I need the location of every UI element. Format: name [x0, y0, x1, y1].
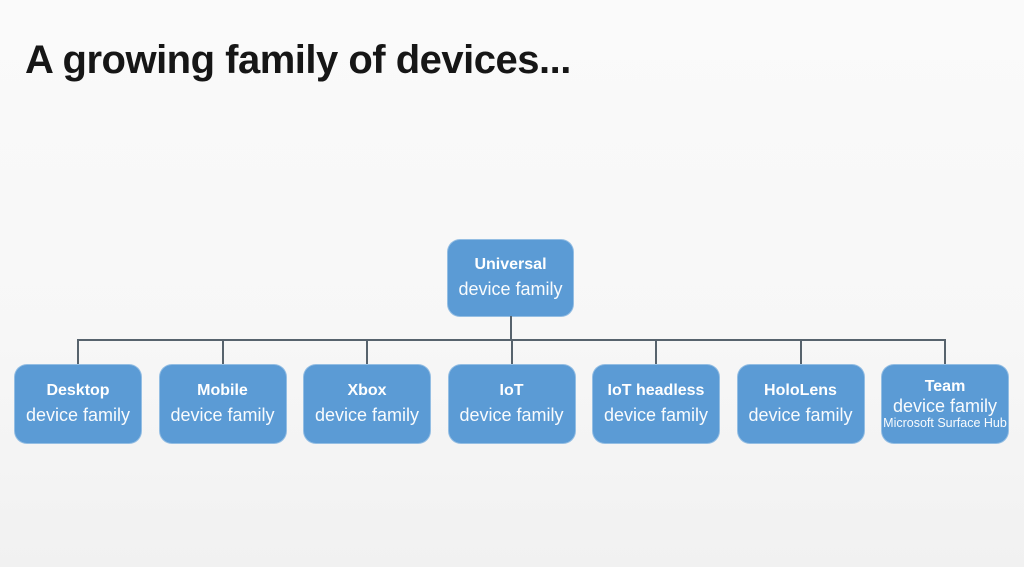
connector-child-stub [944, 339, 946, 364]
connector-child-stub [366, 339, 368, 364]
node-mobile: Mobile device family [158, 364, 287, 444]
connector-child-stub [221, 339, 224, 364]
node-title: Xbox [347, 382, 387, 400]
connector-child-stub [510, 339, 513, 364]
node-subtitle: device family [25, 405, 131, 426]
node-title: Team [924, 377, 966, 395]
node-iot: IoT device family [447, 364, 576, 444]
node-subtitle: device family [603, 405, 709, 426]
node-xbox: Xbox device family [303, 364, 431, 444]
node-subtitle: device family [170, 405, 275, 426]
node-universal: Universal device family [447, 239, 574, 317]
node-hololens: HoloLens device family [736, 364, 865, 444]
node-subtitle: device family [892, 395, 998, 416]
node-subtitle: device family [459, 405, 564, 426]
connector-child-stub [655, 339, 657, 364]
node-title: IoT [499, 382, 524, 400]
connector-child-stub [799, 339, 802, 364]
node-title: Universal [474, 256, 547, 274]
node-note: Microsoft Surface Hub [883, 415, 1007, 430]
node-iot-headless: IoT headless device family [592, 364, 720, 444]
node-subtitle: device family [314, 405, 420, 426]
connector-child-stub [77, 339, 79, 364]
node-subtitle: device family [458, 279, 563, 300]
connector-root-stub [509, 316, 512, 341]
node-title: Mobile [197, 382, 248, 400]
node-title: IoT headless [607, 382, 705, 400]
node-title: HoloLens [764, 382, 837, 400]
page-title: A growing family of devices... [25, 38, 571, 82]
node-subtitle: device family [748, 405, 853, 426]
node-title: Desktop [46, 382, 110, 400]
node-desktop: Desktop device family [14, 364, 142, 444]
